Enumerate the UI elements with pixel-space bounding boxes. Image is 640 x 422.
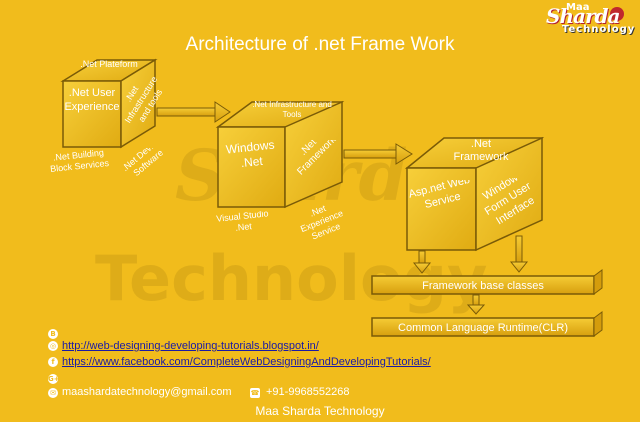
phone-text: +91-9968552268	[266, 386, 350, 398]
blogger-icon: ◎	[48, 341, 58, 351]
cube1-below-right-label: .Net Device Software	[120, 148, 166, 179]
cube1-below-right-fo: .Net Device Software	[120, 148, 166, 179]
cube1-left-fo: .Net User Experience	[64, 87, 120, 113]
cube3-left-fo: Asp.net Web Service	[408, 180, 472, 212]
cube1-left-label: .Net User Experience	[64, 87, 120, 113]
logo-maa: Maa	[566, 2, 590, 13]
arrow-down-icon	[466, 294, 486, 315]
blog-link-row: http://web-designing-developing-tutorial…	[62, 340, 319, 352]
cube3-top-fo: .Net Framework	[453, 138, 509, 163]
logo-technology: Technology	[562, 24, 636, 35]
facebook-link-row: https://www.facebook.com/CompleteWebDesi…	[62, 356, 431, 368]
arrow-right-icon	[343, 143, 413, 165]
arrow-right-icon	[156, 101, 231, 123]
google-plus-icon: G+	[48, 374, 60, 384]
clr-bar: Common Language Runtime(CLR)	[371, 311, 603, 337]
base-bar-side	[593, 269, 603, 295]
email-icon: ✉	[48, 388, 58, 398]
phone-row: +91-9968552268	[266, 386, 350, 398]
cube2-right-face	[284, 100, 343, 209]
cube1-top-label: .Net Plateform	[80, 59, 138, 69]
logo-sharda: Sharda	[546, 4, 620, 28]
cube3-left-label: Asp.net Web Service	[408, 180, 472, 212]
cube3-right-face	[475, 136, 543, 252]
facebook-link[interactable]: https://www.facebook.com/CompleteWebDesi…	[62, 356, 431, 368]
arrow-down-icon	[412, 250, 432, 274]
cube3-right-fo: Window Form User Interface	[480, 178, 537, 228]
facebook-icon: f	[48, 357, 58, 367]
cube3-top-label: .Net Framework	[453, 138, 509, 163]
logo-mark-icon	[610, 7, 624, 21]
cube-net-framework: .Net Framework Asp.net Web Service Windo…	[404, 136, 545, 252]
cube2-below-right-label: .Net Experience Service	[299, 205, 345, 241]
clr-bar-side	[593, 311, 603, 337]
cube-net-platform: .Net Plateform .Net User Experience .Net…	[49, 58, 166, 179]
email-text[interactable]: maashardatechnology@gmail.com	[62, 386, 232, 398]
cube2-below-left-fo: Visual Studio .Net	[215, 211, 269, 233]
blog-link[interactable]: http://web-designing-developing-tutorial…	[62, 340, 319, 352]
cube2-left-label: Windows .Net	[225, 140, 276, 171]
cube1-below-left-fo: .Net Building Block Services	[49, 150, 110, 175]
footer-brand: Maa Sharda Technology	[255, 404, 385, 418]
arrow-down-icon	[509, 235, 529, 273]
base-bar-label: Framework base classes	[422, 280, 544, 292]
framework-base-classes-bar: Framework base classes	[371, 269, 603, 295]
cube2-right-label: .Net Framework	[295, 140, 339, 178]
cube-net-infrastructure: .Net Infrastructure and Tools Windows .N…	[215, 100, 345, 241]
cube1-below-left-label: .Net Building Block Services	[49, 150, 110, 175]
brand-logo: Sharda Maa Technology	[542, 2, 634, 38]
cube1-right-face	[120, 58, 156, 149]
cube2-below-right-fo: .Net Experience Service	[299, 205, 345, 241]
page-title: Architecture of .net Frame Work	[185, 34, 455, 55]
cube2-below-left-label: Visual Studio .Net	[215, 211, 269, 233]
phone-icon: ☎	[250, 388, 260, 398]
cube2-top-label: .Net Infrastructure and Tools	[252, 100, 332, 119]
email-row: maashardatechnology@gmail.com	[62, 386, 232, 398]
cube2-right-fo: .Net Framework	[295, 140, 339, 178]
cube2-top-fo: .Net Infrastructure and Tools	[252, 100, 332, 119]
cube3-right-label: Window Form User Interface	[480, 178, 537, 228]
clr-bar-label: Common Language Runtime(CLR)	[398, 322, 568, 334]
blogger-icon: B	[48, 329, 58, 339]
cube2-left-fo: Windows .Net	[225, 140, 276, 171]
